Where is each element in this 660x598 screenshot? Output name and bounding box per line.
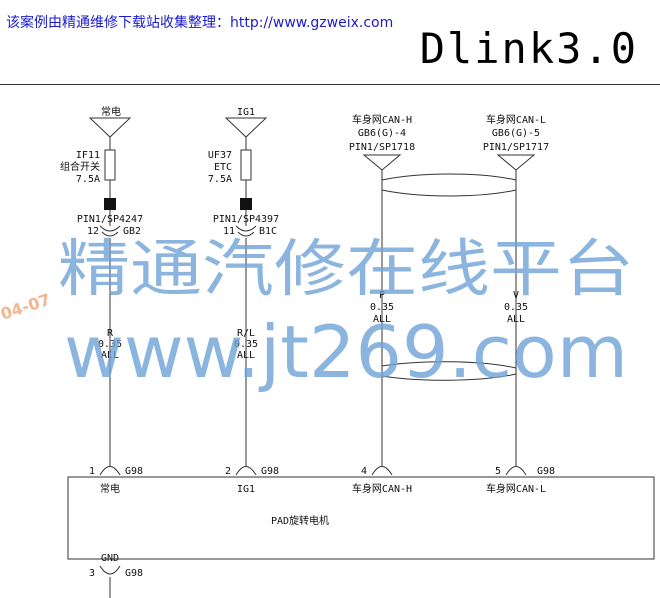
source-note: 该案例由精通维修下载站收集整理：http://www.gzweix.com xyxy=(6,15,394,31)
circuit-3-source-pin: PIN1/SP1718 xyxy=(349,142,415,153)
circuit-3-wire-color: P xyxy=(379,290,385,301)
circuit-1-wire-color: R xyxy=(107,328,114,339)
circuit-1-connector-code: GB2 xyxy=(123,226,141,237)
circuit-4-source-connector: GB6(G)-5 xyxy=(492,128,540,139)
watermark-line-2: www.jt269.com xyxy=(64,310,628,394)
circuit-2-source-label: IG1 xyxy=(237,107,255,118)
circuit-1-fuse-id: IF11 xyxy=(76,150,100,161)
twisted-pair-bottom xyxy=(381,361,517,381)
watermark-stamp: 04-07 xyxy=(0,290,53,324)
circuit-2-wire-gauge: 0.35 xyxy=(234,339,258,350)
circuit-2-fuse-id: UF37 xyxy=(208,150,232,161)
circuit-3-module-label: 车身网CAN-H xyxy=(352,482,412,495)
circuit-1-wire-gauge: 0.35 xyxy=(98,339,122,350)
circuit-2-module-code: G98 xyxy=(261,466,279,477)
circuit-1-splice xyxy=(104,198,116,210)
circuit-3-wire-option: ALL xyxy=(373,314,391,325)
circuit-1-module-code: G98 xyxy=(125,466,143,477)
circuit-4-can-low: 车身网CAN-L GB6(G)-5 PIN1/SP1717 V 0.35 ALL… xyxy=(483,113,555,495)
circuit-2-source-terminal xyxy=(224,117,268,138)
watermark-line-1: 精通汽修在线平台 xyxy=(58,232,634,305)
circuit-2-wire-color: R/L xyxy=(237,328,255,339)
circuit-1-source-label: 常电 xyxy=(101,105,121,118)
circuit-4-module-connector xyxy=(505,466,527,476)
circuit-4-source-name: 车身网CAN-L xyxy=(486,113,546,126)
circuit-1-fuse xyxy=(104,149,116,181)
ground-pin: 3 xyxy=(89,568,95,579)
header: 该案例由精通维修下载站收集整理：http://www.gzweix.com Dl… xyxy=(0,0,660,85)
circuit-2-connector-symbol xyxy=(235,225,257,237)
circuit-1-pin: PIN1/SP4247 xyxy=(77,214,143,225)
circuit-2-fuse xyxy=(240,149,252,181)
circuit-2-module-label: IG1 xyxy=(237,484,255,495)
circuit-2-splice xyxy=(240,198,252,210)
module-box xyxy=(67,476,655,560)
ground-connector xyxy=(99,565,121,575)
circuit-2-wire-option: ALL xyxy=(237,350,255,361)
circuit-2-fuse-desc: ETC xyxy=(214,162,232,173)
circuit-1-module-connector xyxy=(99,466,121,476)
circuit-1-connector-pin: 12 xyxy=(87,226,99,237)
circuit-1-source-terminal xyxy=(88,117,132,138)
circuit-1-module-pin: 1 xyxy=(89,466,95,477)
circuit-2-fuse-rating: 7.5A xyxy=(208,174,232,185)
circuit-2-module-connector xyxy=(235,466,257,476)
circuit-3-wire-gauge: 0.35 xyxy=(370,302,394,313)
circuit-3-source-connector: GB6(G)-4 xyxy=(358,128,406,139)
circuit-2-ignition: IG1 UF37 ETC 7.5A PIN1/SP4397 11 B1C R/L… xyxy=(208,107,279,495)
ground-code: G98 xyxy=(125,568,143,579)
circuit-1-connector-symbol xyxy=(99,225,121,237)
circuit-3-module-pin: 4 xyxy=(361,466,367,477)
circuit-4-source-pin: PIN1/SP1717 xyxy=(483,142,549,153)
circuit-1-battery: 常电 IF11 组合开关 7.5A PIN1/SP4247 12 GB2 R 0… xyxy=(60,105,143,495)
circuit-3-source-terminal xyxy=(362,154,402,171)
module-name: PAD旋转电机 xyxy=(271,514,329,527)
circuit-4-module-label: 车身网CAN-L xyxy=(486,482,546,495)
circuit-3-module-connector xyxy=(371,466,393,476)
circuit-2-connector-code: B1C xyxy=(259,226,277,237)
circuit-4-module-code: G98 xyxy=(537,466,555,477)
brand-title: Dlink3.0 xyxy=(419,24,638,73)
circuit-2-module-pin: 2 xyxy=(225,466,231,477)
circuit-1-fuse-rating: 7.5A xyxy=(76,174,100,185)
circuit-4-wire-option: ALL xyxy=(507,314,525,325)
circuit-4-wire-color: V xyxy=(513,290,519,301)
circuit-1-fuse-desc: 组合开关 xyxy=(60,160,100,173)
circuit-1-wire-option: ALL xyxy=(101,350,119,361)
circuit-2-connector-pin: 11 xyxy=(223,226,235,237)
circuit-2-pin: PIN1/SP4397 xyxy=(213,214,279,225)
ground-label: GND xyxy=(101,553,119,564)
twisted-pair-top xyxy=(381,173,517,197)
ground-circuit: GND 3 G98 xyxy=(89,553,143,598)
circuit-4-source-terminal xyxy=(496,154,536,171)
circuit-3-can-high: 车身网CAN-H GB6(G)-4 PIN1/SP1718 P 0.35 ALL… xyxy=(349,113,415,495)
circuit-3-source-name: 车身网CAN-H xyxy=(352,113,412,126)
circuit-1-module-label: 常电 xyxy=(100,482,120,495)
circuit-4-wire-gauge: 0.35 xyxy=(504,302,528,313)
circuit-4-module-pin: 5 xyxy=(495,466,501,477)
